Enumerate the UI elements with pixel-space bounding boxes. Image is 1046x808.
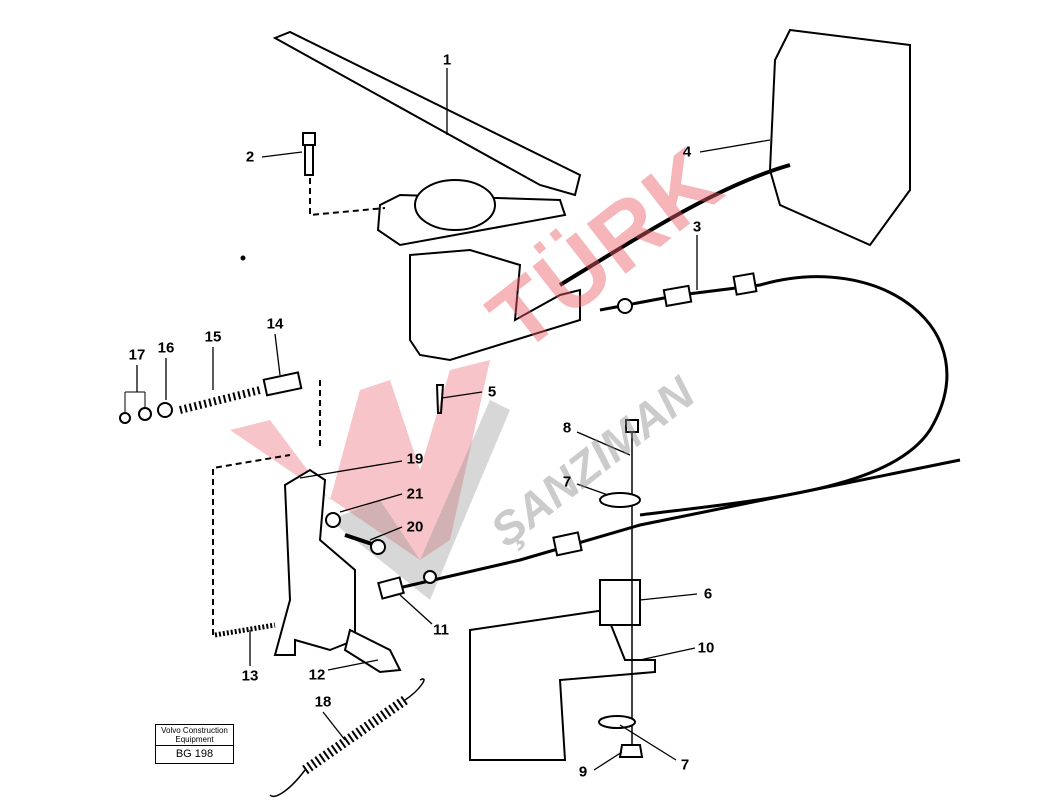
callout-4: 4 <box>682 143 692 161</box>
lever-19 <box>273 468 356 656</box>
watermark-logo-shape <box>230 360 490 560</box>
id-box: Volvo Construction Equipment BG 198 <box>155 724 234 764</box>
clamp-6 <box>599 579 641 626</box>
callout-18: 18 <box>314 693 332 711</box>
callout-10: 10 <box>697 639 715 657</box>
pin-14 <box>262 371 303 397</box>
callout-6: 6 <box>703 585 713 603</box>
callout-3: 3 <box>692 218 702 236</box>
spring-15 <box>179 386 261 414</box>
callout-15: 15 <box>204 328 222 346</box>
leader-lines <box>136 68 771 771</box>
callout-8: 8 <box>562 419 572 437</box>
washer-16 <box>157 402 173 418</box>
callout-16: 16 <box>157 339 175 357</box>
dashed-line <box>309 178 386 217</box>
callout-13: 13 <box>241 667 259 685</box>
callout-12: 12 <box>308 666 326 684</box>
callout-19: 19 <box>406 450 424 468</box>
callout-20: 20 <box>406 518 424 536</box>
nut-9 <box>618 744 644 758</box>
callout-14: 14 <box>266 315 284 333</box>
bolt-2 <box>302 132 316 176</box>
bracket-10 <box>469 608 656 761</box>
spring-13 <box>214 622 276 638</box>
id-box-company: Volvo Construction Equipment <box>156 725 233 746</box>
callout-21: 21 <box>406 485 424 503</box>
cable-to-box <box>558 163 791 287</box>
callout-5: 5 <box>487 383 497 401</box>
spring-18 <box>302 695 408 775</box>
pedal-spring <box>414 179 496 231</box>
plate-7-lower <box>598 715 636 729</box>
control-box <box>768 28 911 247</box>
callout-1: 1 <box>442 51 452 69</box>
cotter-pin-5 <box>435 384 445 414</box>
washer-17 <box>119 412 131 424</box>
pin-12 <box>343 628 402 674</box>
callout-2: 2 <box>245 148 255 166</box>
callout-7: 7 <box>562 473 572 491</box>
pedal-bracket <box>409 248 581 362</box>
id-box-code: BG 198 <box>175 748 214 760</box>
pedal <box>272 30 582 197</box>
callout-9: 9 <box>578 763 588 781</box>
callout-7-lower: 7 <box>680 756 690 774</box>
callout-17: 17 <box>128 346 146 364</box>
callout-11: 11 <box>433 621 449 639</box>
plate-7 <box>599 492 641 508</box>
